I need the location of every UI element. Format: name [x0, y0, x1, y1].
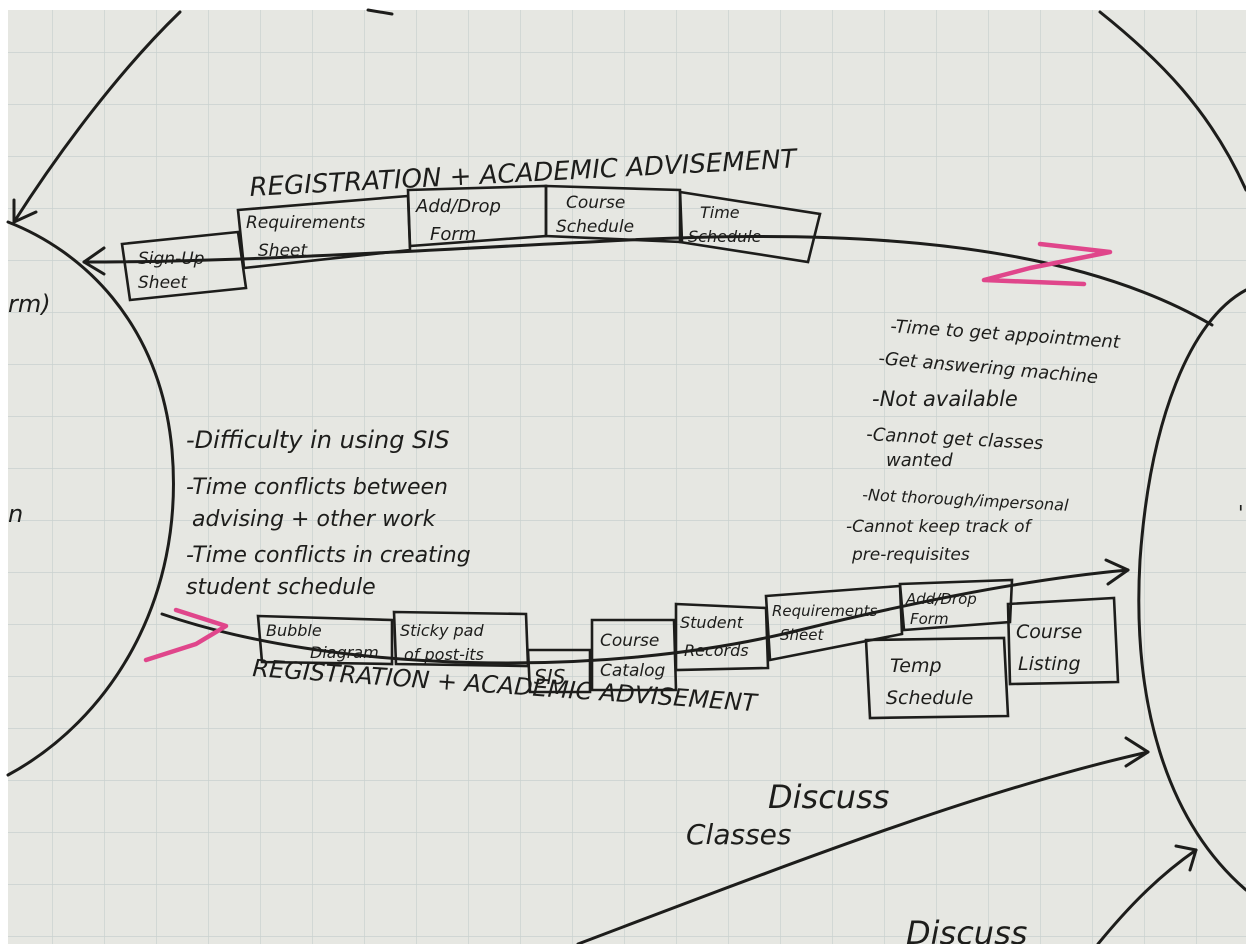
left-issues-list: -Difficulty in using SIS -Time conflicts… [186, 426, 471, 600]
left-node-fragment-top: rm) [8, 290, 51, 318]
bottom-artifact-student-records: Student Records [674, 602, 770, 672]
artifact-label-line2: Listing [1018, 653, 1081, 675]
artifact-label-line2: of post-its [404, 645, 484, 664]
left-issue-3-cont: student schedule [186, 575, 376, 600]
artifact-label-line1: Temp [890, 655, 942, 677]
discuss-classes-flow-line [576, 750, 1150, 944]
right-issue-3: -Not available [872, 387, 1018, 411]
bottom-flow-arc [160, 568, 1130, 665]
right-issue-6: -Cannot keep track of [846, 517, 1033, 537]
right-node-outline [1137, 288, 1246, 892]
breakdown-mark-top [981, 241, 1113, 287]
left-node-fragment-middle: n [8, 500, 23, 528]
artifact-label-line1: Student [680, 613, 744, 632]
bottom-artifact-bubble-diagram: Bubble Diagram [256, 614, 394, 666]
artifact-label-line1: Add/Drop [905, 590, 977, 608]
bottom-artifact-add-drop-form: Add/Drop Form [898, 578, 1014, 632]
top-artifact-time-schedule: Time Schedule [678, 190, 822, 264]
lower-right-arrowhead [1174, 844, 1198, 872]
artifact-label-line2: Form [430, 224, 476, 245]
discuss-label: Discuss [768, 778, 889, 816]
photo-border-top [0, 0, 1246, 10]
artifact-label-line2: Catalog [600, 661, 665, 681]
artifact-label-line2: Schedule [688, 227, 762, 246]
upper-left-flow-line [12, 10, 182, 224]
artifact-label-line1: Requirements [772, 602, 877, 620]
artifact-label-line1: Course [1016, 621, 1082, 643]
left-issue-3: -Time conflicts in creating [186, 543, 471, 568]
top-artifact-sign-up-sheet: Sign-Up Sheet [120, 230, 248, 302]
lower-right-flow-line [1096, 848, 1198, 944]
left-node-outline [6, 220, 175, 777]
discuss-bottom-label: Discuss [906, 914, 1027, 944]
left-issue-2-cont: advising + other work [192, 507, 437, 532]
artifact-label-line2: Schedule [556, 217, 634, 237]
bottom-artifact-temp-schedule: Temp Schedule [864, 636, 1010, 720]
upper-left-arrowhead [12, 198, 38, 224]
artifact-label-line2: Schedule [886, 687, 973, 709]
bottom-flow-arrowhead [1104, 558, 1130, 586]
artifact-label-line1: Bubble [266, 621, 322, 640]
classes-label: Classes [686, 818, 791, 851]
upper-right-flow-line [1098, 10, 1246, 192]
artifact-label-line1: Course [600, 631, 659, 651]
right-node-mark: ' [1238, 501, 1244, 525]
artifact-label-line1: Add/Drop [415, 196, 501, 217]
artifact-label-line2: Sheet [258, 241, 308, 261]
right-issue-4-cont: wanted [886, 450, 953, 471]
artifact-label-line2: Sheet [138, 273, 188, 293]
top-flow-arrowhead [82, 246, 106, 276]
left-issue-2: -Time conflicts between [186, 475, 448, 500]
bottom-artifacts: Bubble Diagram Sticky pad of post-its SI… [256, 578, 1120, 720]
artifact-label-line1: Sticky pad [400, 621, 484, 640]
artifact-label-line2: Sheet [780, 626, 824, 644]
top-edge-stroke [366, 8, 394, 16]
right-issue-6-cont: pre-requisites [851, 545, 970, 565]
artifact-label-line2: Diagram [310, 643, 379, 662]
bottom-artifact-course-listing: Course Listing [1006, 596, 1120, 686]
bottom-artifact-course-catalog: Course Catalog [590, 618, 678, 692]
photo-border-left [0, 0, 8, 944]
artifact-label-line2: Form [910, 610, 949, 628]
artifact-label-line1: Time [700, 203, 740, 222]
discuss-classes-arrowhead [1124, 736, 1150, 768]
top-artifacts: Sign-Up Sheet Requirements Sheet Add/Dro… [120, 184, 822, 302]
artifact-label-line1: Course [566, 193, 625, 213]
bottom-artifact-requirements-sheet: Requirements Sheet [764, 584, 904, 662]
breakdown-mark-bottom [143, 607, 229, 663]
artifact-label-line1: Requirements [246, 213, 365, 233]
top-artifact-requirements-sheet: Requirements Sheet [236, 194, 412, 270]
left-issue-1: -Difficulty in using SIS [186, 426, 450, 454]
bottom-artifact-sticky-pad: Sticky pad of post-its [392, 610, 530, 668]
bottom-artifact-sis: SIS [526, 648, 592, 694]
artifact-label-line1: Sign-Up [138, 249, 205, 269]
artifact-label-line1: SIS [534, 665, 566, 689]
artifact-label-line2: Records [684, 641, 749, 660]
